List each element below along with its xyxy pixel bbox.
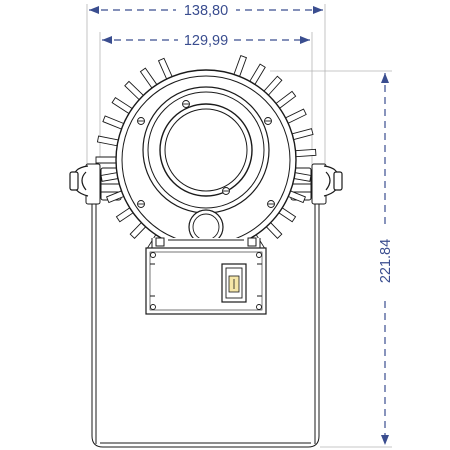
dimension-overall-width: 138,80 [89,0,323,20]
cooling-fin [249,63,266,86]
cooling-fin [139,67,158,89]
cooling-fin [295,148,317,158]
dimension-label-height: 221.84 [378,239,394,283]
lamp-head [115,69,297,251]
extension-lines [86,4,392,448]
screw-icon [150,252,156,258]
panel-screws [150,252,262,310]
dimension-inner-width: 129,99 [102,30,310,50]
screw-icon [150,304,156,310]
cooling-fin [291,128,314,141]
lens-glass [164,108,248,192]
head-screws [137,100,275,208]
tilt-knob-right [323,165,343,197]
screw-icon [182,100,190,108]
screw-icon [256,252,262,258]
panel-plate [145,247,267,315]
cooling-fin [263,75,283,96]
screw-icon [222,187,230,195]
cooling-fin [111,96,133,115]
cooling-fin [284,108,307,124]
rocker-switch [221,263,247,303]
cooling-fin [275,90,297,109]
focus-knob [188,209,224,245]
dimension-label-inner-width: 129,99 [184,33,228,49]
cooling-fin [233,55,248,78]
screw-icon [256,304,262,310]
cooling-fin [95,156,117,164]
cooling-fin [124,80,144,101]
tilt-knob-left [69,165,89,197]
screw-icon [264,117,272,125]
dimension-height: 221.84 [376,73,396,445]
screw-icon [137,200,145,208]
dimension-label-overall-width: 138,80 [184,3,228,19]
screw-icon [137,117,145,125]
cooling-fin [102,115,125,130]
panel-vent-marks [150,263,262,297]
control-panel [145,247,267,315]
neck [151,237,261,249]
cooling-fin [96,135,119,147]
cooling-fin [157,57,173,80]
screw-icon [267,200,275,208]
